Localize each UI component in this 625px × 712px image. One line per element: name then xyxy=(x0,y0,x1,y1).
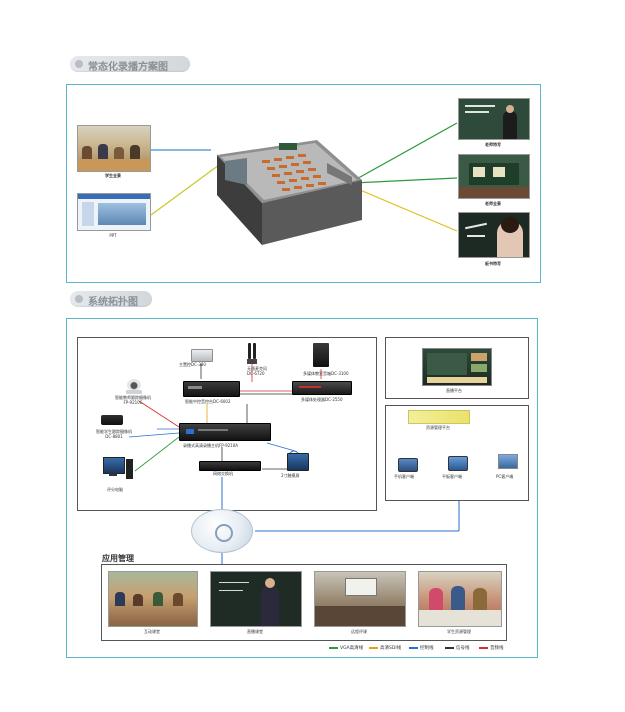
legend-audio: 音频线 xyxy=(479,645,504,651)
speaker-device-icon xyxy=(313,343,329,367)
app-item-2-photo xyxy=(210,571,302,627)
pc-workstation-icon xyxy=(103,457,133,483)
student-tracking-camera-icon xyxy=(101,415,123,425)
app-management-box: 互动课堂 直播课堂 远程评课 学生资源管理 xyxy=(101,564,507,641)
pc-workstation-label: 评分电脑 xyxy=(107,487,123,492)
ppt-screenshot xyxy=(77,193,151,231)
resource-platform-box: 资源管理平台 手机客户端 平板客户端 PC客户端 xyxy=(385,405,529,501)
app-item-3-photo xyxy=(314,571,406,627)
legend-control: 控制线 xyxy=(409,645,434,651)
app-item-4-label: 学生资源管理 xyxy=(447,629,471,634)
bullet-dot-icon xyxy=(75,295,83,303)
network-switch-icon xyxy=(199,461,261,471)
touch-screen-icon xyxy=(287,453,309,471)
recorder-device-icon xyxy=(179,423,271,441)
live-platform-screen xyxy=(422,348,492,386)
bullet-dot-icon xyxy=(75,60,83,68)
section1-title-pill: 常态化录播方案图 xyxy=(70,56,190,73)
media-processor-device-icon xyxy=(292,381,352,395)
legend-signal: 信号线 xyxy=(445,645,470,651)
student-panorama-photo xyxy=(77,125,151,172)
legend-vga-swatch xyxy=(329,646,338,649)
connection-lines xyxy=(150,122,458,232)
teacher-tracking-camera-icon xyxy=(125,379,143,395)
teacher-tracking-camera-label: 智能教师跟踪摄像机 FP-9210C xyxy=(115,395,151,405)
teacher-panorama-label: 老师全景 xyxy=(485,201,501,206)
live-platform-box: 直播平台 xyxy=(385,337,529,399)
board-close-label: 板书特写 xyxy=(485,261,501,266)
app-item-3-label: 远程评课 xyxy=(351,629,367,634)
central-control-device-icon xyxy=(183,381,240,397)
mobile-client-label: 手机客户端 xyxy=(394,474,414,479)
teacher-close-photo xyxy=(458,98,530,140)
resource-platform-banner xyxy=(408,410,470,424)
board-close-photo xyxy=(458,212,530,258)
app-item-2-label: 直播课堂 xyxy=(247,629,263,634)
media-processor-label: 多媒体处理器DC-2550 xyxy=(301,397,343,402)
legend-sdi: 高清SDI线 xyxy=(369,645,401,651)
mobile-client-icon xyxy=(398,458,418,472)
app-item-4-photo xyxy=(418,571,502,627)
section2-title: 系统拓扑图 xyxy=(88,297,138,308)
teacher-panorama-photo xyxy=(458,154,530,199)
classroom-3d-model xyxy=(217,140,362,245)
speaker-label: 多媒体教室音箱DC-3100 xyxy=(303,371,349,376)
central-control-label: 智能中控音控台DC-6002 xyxy=(185,399,231,404)
legend-audio-swatch xyxy=(479,646,488,649)
legend-control-swatch xyxy=(409,646,418,649)
wireless-mic-label: 无线麦克风 DC-6720 xyxy=(247,366,267,376)
student-panorama-label: 学生全景 xyxy=(105,173,121,178)
mainframe-device-icon xyxy=(191,349,213,362)
wireless-mic-icon xyxy=(247,343,257,365)
recorder-label: 录播式高清录播主机FP-9210A xyxy=(183,443,238,448)
tablet-client-label: 平板客户端 xyxy=(442,474,462,479)
app-item-1-photo xyxy=(108,571,198,627)
network-switch-label: 网络交换机 xyxy=(213,471,233,476)
mainframe-label: 主置控DC-380 xyxy=(179,362,206,367)
touch-screen-label: 2寸触摸屏 xyxy=(281,473,300,478)
topology-diagram-frame: 主置控DC-380 无线麦克风 DC-6720 多媒体教室音箱DC-3100 智… xyxy=(66,318,538,658)
app-item-1-label: 互动课堂 xyxy=(144,629,160,634)
student-tracking-camera-label: 智能学生跟踪摄像机 DC-8801 xyxy=(96,429,132,439)
wifi-icon xyxy=(289,443,299,458)
solution-diagram-frame: 学生全景 PPT 老师特写 老师全景 xyxy=(66,84,541,283)
cloud-icon xyxy=(191,509,253,553)
live-platform-label: 直播平台 xyxy=(446,388,462,393)
pc-client-icon xyxy=(498,454,518,469)
legend-sdi-swatch xyxy=(369,646,378,649)
legend-vga: VGA高清线 xyxy=(329,645,363,651)
tablet-client-icon xyxy=(448,456,468,471)
pc-client-label: PC客户端 xyxy=(496,474,514,479)
section2-title-pill: 系统拓扑图 xyxy=(70,291,152,308)
section1-title: 常态化录播方案图 xyxy=(88,62,168,73)
teacher-close-label: 老师特写 xyxy=(485,142,501,147)
app-management-title: 应用管理 xyxy=(102,554,134,563)
ppt-label: PPT xyxy=(109,233,117,238)
legend-signal-swatch xyxy=(445,646,454,649)
resource-platform-label: 资源管理平台 xyxy=(426,425,450,430)
